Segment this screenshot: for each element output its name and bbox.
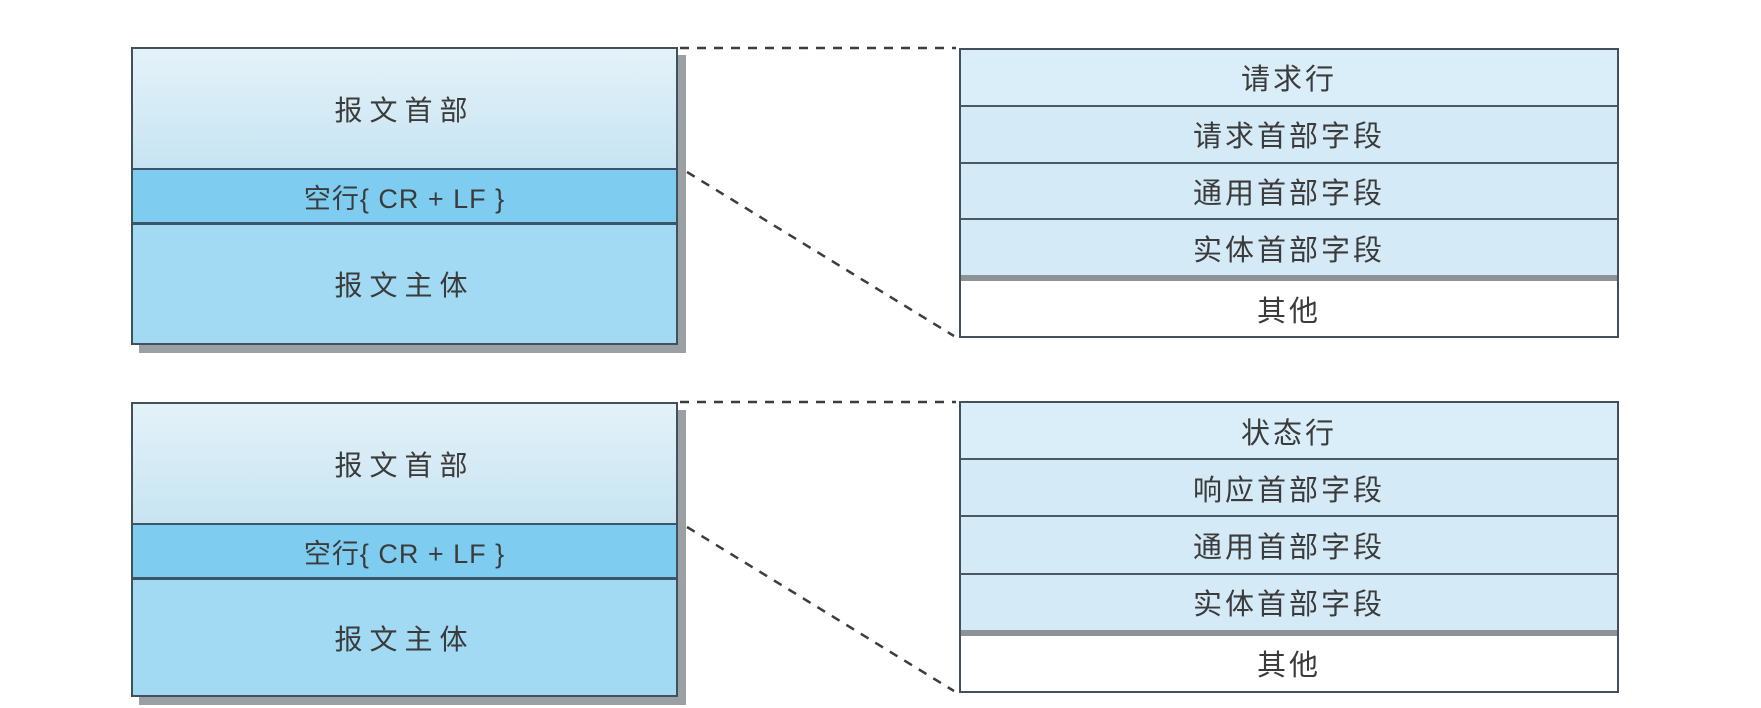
message-body-row: 报文主体 [133,225,676,343]
request-message-detail-box: 请求行 请求首部字段 通用首部字段 实体首部字段 其他 [959,48,1619,338]
general-header-fields-row: 通用首部字段 [961,515,1617,573]
entity-header-fields-row: 实体首部字段 [961,572,1617,630]
request-line-row: 请求行 [961,50,1617,105]
response-message-overview-box: 报文首部 空行{ CR + LF } 报文主体 [131,402,678,697]
message-header-label: 报文首部 [334,94,475,126]
status-line-row: 状态行 [961,403,1617,459]
blank-line-label: 空行{ CR + LF } [303,183,506,214]
message-header-label: 报文首部 [334,449,475,481]
message-body-label: 报文主体 [334,623,475,655]
message-body-label: 报文主体 [334,270,475,301]
request-header-fields-row: 请求首部字段 [961,104,1617,162]
other-row: 其他 [961,275,1617,336]
blank-line-row: 空行{ CR + LF } [133,170,676,225]
entity-header-fields-row: 实体首部字段 [961,218,1617,276]
message-header-row: 报文首部 [133,404,676,525]
message-header-row: 报文首部 [133,49,676,170]
blank-line-label: 空行{ CR + LF } [303,538,506,569]
request-expansion-bottom-dashed-line [686,170,955,338]
response-message-detail-box: 状态行 响应首部字段 通用首部字段 实体首部字段 其他 [959,401,1619,693]
other-row: 其他 [961,629,1617,692]
general-header-fields-row: 通用首部字段 [961,161,1617,219]
message-body-row: 报文主体 [133,580,676,695]
request-message-overview-box: 报文首部 空行{ CR + LF } 报文主体 [131,47,678,345]
response-header-fields-row: 响应首部字段 [961,458,1617,516]
response-expansion-bottom-dashed-line [686,525,955,693]
blank-line-row: 空行{ CR + LF } [133,525,676,580]
